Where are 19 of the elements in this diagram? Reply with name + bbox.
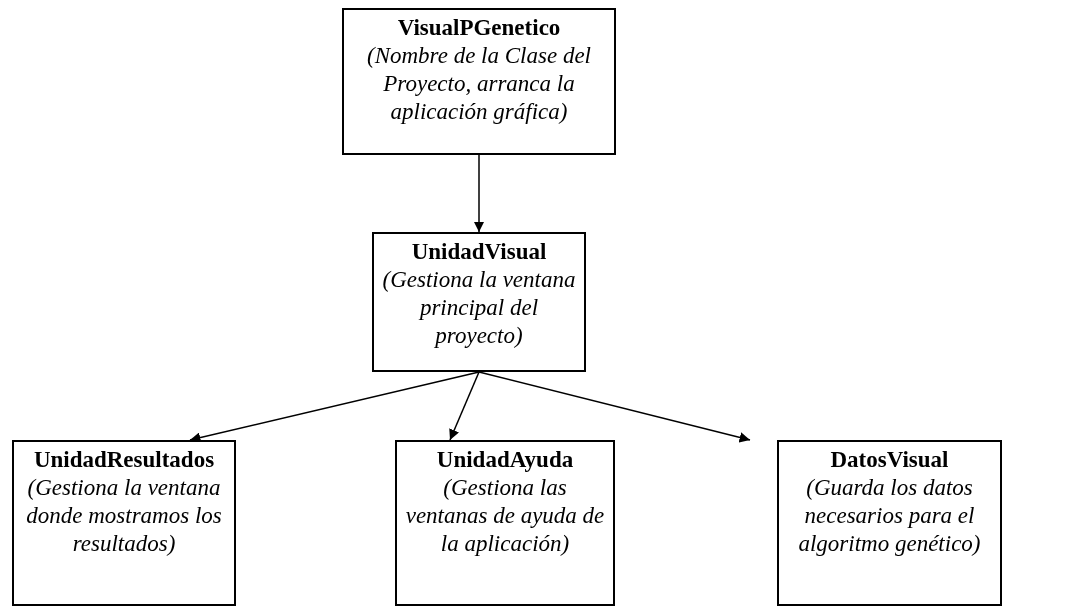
class-description: (Guarda los datos necesarios para el algoritmo genético) xyxy=(797,474,982,558)
class-description: (Gestiona las ventanas de ayuda de la aplicación) xyxy=(404,474,606,558)
class-description: (Nombre de la Clase del Proyecto, arranca la aplicación gráfica) xyxy=(366,42,592,126)
class-box xyxy=(342,8,616,155)
class-name: UnidadVisual xyxy=(410,238,548,266)
class-box xyxy=(395,440,615,606)
arrow xyxy=(473,154,485,233)
class-box xyxy=(12,440,236,606)
class-box xyxy=(777,440,1002,606)
class-name: DatosVisual xyxy=(829,446,950,474)
class-box xyxy=(372,232,586,372)
class-name: UnidadResultados xyxy=(32,446,216,474)
arrow xyxy=(189,371,480,443)
class-name: UnidadAyuda xyxy=(435,446,575,474)
class-description: (Gestiona la ventana donde mostramos los resultados) xyxy=(25,474,223,558)
arrow xyxy=(478,371,751,443)
class-name: VisualPGenetico xyxy=(396,14,562,42)
arrow xyxy=(449,371,480,441)
class-description: (Gestiona la ventana principal del proyecto) xyxy=(381,266,577,350)
